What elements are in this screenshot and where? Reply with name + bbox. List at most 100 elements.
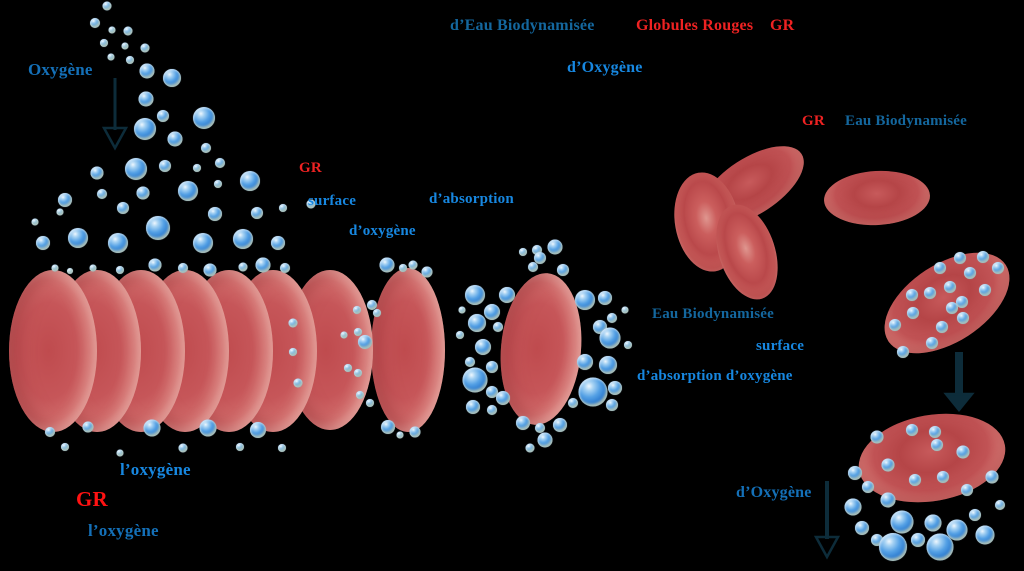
oxygen-bubble bbox=[157, 110, 169, 122]
oxygen-bubble bbox=[139, 63, 155, 79]
oxygen-bubble bbox=[51, 264, 59, 272]
oxygen-bubble bbox=[379, 257, 395, 273]
oxygen-bubble bbox=[354, 369, 362, 377]
oxygen-bubble bbox=[493, 322, 503, 332]
oxygen-bubble bbox=[288, 318, 298, 328]
oxygen-bubble bbox=[116, 449, 124, 457]
label-surface-right: surface bbox=[756, 338, 805, 354]
oxygen-bubble bbox=[193, 107, 215, 129]
oxygen-bubble bbox=[68, 228, 88, 248]
oxygen-bubble bbox=[236, 443, 244, 451]
oxygen-bubble bbox=[954, 252, 966, 264]
oxygen-bubble bbox=[100, 39, 108, 47]
oxygen-bubble bbox=[353, 306, 361, 314]
oxygen-bubble bbox=[90, 18, 100, 28]
oxygen-bubble bbox=[525, 443, 535, 453]
oxygen-bubble bbox=[862, 481, 874, 493]
oxygen-bubble bbox=[889, 319, 901, 331]
oxygen-bubble bbox=[906, 424, 918, 436]
oxygen-bubble bbox=[879, 533, 907, 561]
oxygen-bubble bbox=[279, 204, 287, 212]
oxygen-bubble bbox=[238, 262, 248, 272]
oxygen-bubble bbox=[31, 218, 39, 226]
oxygen-bubble bbox=[193, 164, 201, 172]
oxygen-bubble bbox=[421, 266, 433, 278]
oxygen-bubble bbox=[356, 391, 364, 399]
oxygen-bubble bbox=[208, 207, 222, 221]
oxygen-bubble bbox=[516, 416, 530, 430]
oxygen-bubble bbox=[956, 296, 968, 308]
oxygen-bubble bbox=[458, 306, 466, 314]
oxygen-bubble bbox=[946, 302, 958, 314]
oxygen-bubble bbox=[924, 287, 936, 299]
oxygen-bubble bbox=[354, 328, 362, 336]
oxygen-bubble bbox=[117, 202, 129, 214]
oxygen-bubble bbox=[975, 525, 995, 545]
oxygen-bubble bbox=[487, 405, 497, 415]
oxygen-bubble bbox=[532, 245, 542, 255]
oxygen-bubble bbox=[606, 399, 618, 411]
oxygen-bubble bbox=[138, 91, 154, 107]
oxygen-bubble bbox=[61, 443, 69, 451]
oxygen-bubble bbox=[961, 484, 973, 496]
label-title-eau-biodynamisee: d’Eau Biodynamisée bbox=[450, 17, 595, 34]
oxygen-bubble bbox=[125, 158, 147, 180]
oxygen-bubble bbox=[848, 466, 862, 480]
oxygen-bubble bbox=[201, 143, 211, 153]
oxygen-bubble bbox=[97, 189, 107, 199]
oxygen-bubble bbox=[844, 498, 862, 516]
oxygen-bubble bbox=[575, 290, 595, 310]
label-absorption-rouleaux: d’absorption bbox=[429, 191, 514, 207]
oxygen-bubble bbox=[929, 426, 941, 438]
label-gr-top-right: GR bbox=[802, 113, 825, 129]
oxygen-bubble bbox=[897, 346, 909, 358]
oxygen-bubble bbox=[167, 131, 183, 147]
label-eau-top-right: Eau Biodynamisée bbox=[845, 113, 967, 129]
oxygen-bubble bbox=[486, 386, 498, 398]
oxygen-bubble bbox=[924, 514, 942, 532]
oxygen-bubble bbox=[289, 348, 297, 356]
oxygen-bubble bbox=[340, 331, 348, 339]
oxygen-bubble bbox=[240, 171, 260, 191]
oxygen-bubble bbox=[909, 474, 921, 486]
red-blood-cell-rouleau-8 bbox=[371, 268, 445, 432]
oxygen-bubble bbox=[107, 53, 115, 61]
oxygen-bubble bbox=[102, 1, 112, 11]
oxygen-bubble bbox=[486, 361, 498, 373]
oxygen-bubble bbox=[358, 335, 372, 349]
oxygen-bubble bbox=[936, 321, 948, 333]
oxygen-bubble bbox=[56, 208, 64, 216]
oxygen-bubble bbox=[121, 42, 129, 50]
oxygen-bubble bbox=[946, 519, 968, 541]
oxygen-bubble bbox=[598, 291, 612, 305]
oxygen-bubble bbox=[547, 239, 563, 255]
label-absorption-right: d’absorption d’oxygène bbox=[637, 368, 793, 384]
arrow-oxygen-in bbox=[101, 78, 129, 151]
oxygen-bubble bbox=[178, 181, 198, 201]
oxygen-bubble bbox=[255, 257, 271, 273]
arrow-oxygen-out bbox=[813, 481, 841, 560]
label-oxygene-bottom-right: d’Oxygène bbox=[736, 484, 812, 501]
oxygen-bubble bbox=[956, 445, 970, 459]
oxygen-bubble bbox=[251, 207, 263, 219]
oxygen-bubble bbox=[880, 492, 896, 508]
oxygen-bubble bbox=[280, 263, 290, 273]
oxygen-bubble bbox=[82, 421, 94, 433]
oxygen-bubble bbox=[134, 118, 156, 140]
oxygen-bubble bbox=[934, 262, 946, 274]
oxygen-bubble bbox=[468, 314, 486, 332]
oxygen-bubble bbox=[123, 26, 133, 36]
oxygen-bubble bbox=[373, 309, 381, 317]
label-surface-rouleaux: surface bbox=[308, 193, 357, 209]
oxygen-bubble bbox=[926, 337, 938, 349]
oxygen-bubble bbox=[577, 354, 593, 370]
oxygen-bubble bbox=[907, 307, 919, 319]
oxygen-bubble bbox=[937, 471, 949, 483]
oxygen-bubble bbox=[271, 236, 285, 250]
oxygen-bubble bbox=[557, 264, 569, 276]
